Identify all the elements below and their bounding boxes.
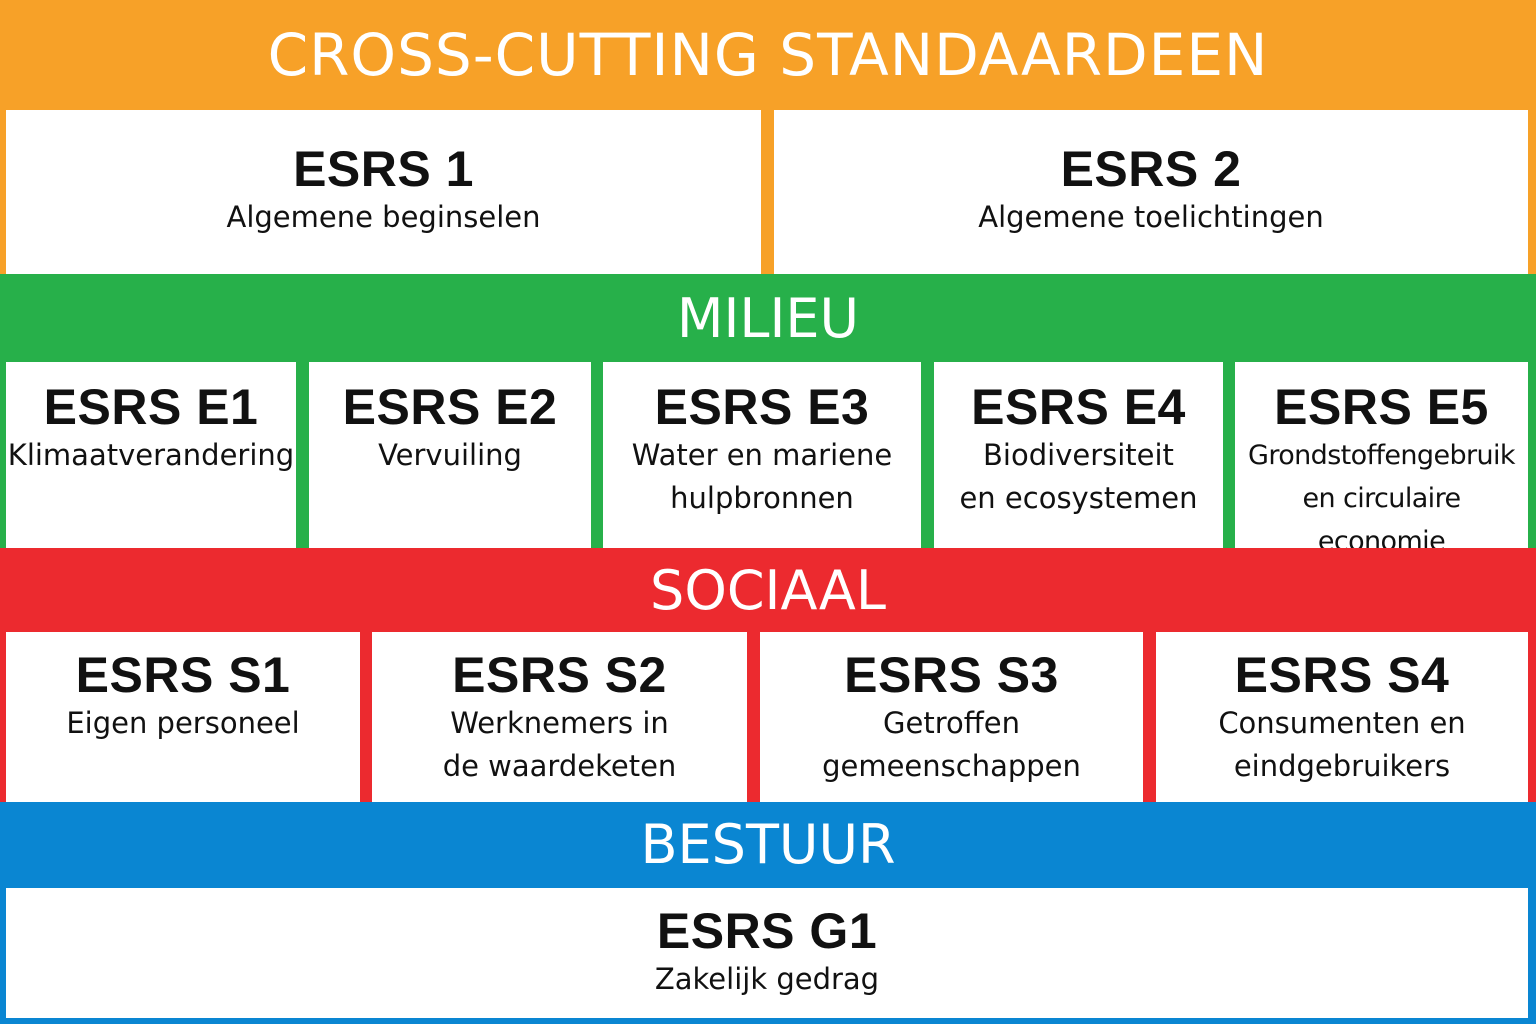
standard-card-esrs-e4: ESRS E4 Biodiversiteit en ecosystemen bbox=[934, 362, 1223, 548]
standard-description: Water en mariene hulpbronnen bbox=[631, 438, 893, 515]
standard-code: ESRS E2 bbox=[342, 379, 558, 435]
standard-card-esrs-s4: ESRS S4 Consumenten en eindgebruikers bbox=[1156, 632, 1528, 802]
standard-code: ESRS E1 bbox=[43, 379, 259, 435]
standard-description: Consumenten en eindgebruikers bbox=[1218, 706, 1466, 783]
standard-description: Vervuiling bbox=[378, 438, 522, 472]
sociaal-header: SOCIAAL bbox=[0, 548, 1536, 632]
standard-code: ESRS S4 bbox=[1234, 647, 1450, 703]
standard-description: Zakelijk gedrag bbox=[654, 962, 880, 996]
standard-card-esrs-e1: ESRS E1 Klimaatverandering bbox=[6, 362, 296, 548]
standard-code: ESRS S2 bbox=[452, 647, 667, 703]
standard-code: ESRS E4 bbox=[971, 379, 1186, 435]
standard-description: Algemene beginselen bbox=[226, 200, 541, 234]
sociaal-title: SOCIAAL bbox=[650, 558, 886, 622]
standard-description: Eigen personeel bbox=[66, 706, 300, 740]
standard-description: Grondstoffengebruik en circulaire econom… bbox=[1248, 440, 1516, 557]
cross-cutting-section: CROSS-CUTTING STANDAARDEEN ESRS 1 Algeme… bbox=[0, 0, 1536, 274]
standard-code: ESRS 1 bbox=[293, 141, 474, 197]
standard-code: ESRS S3 bbox=[844, 647, 1059, 703]
standard-card-esrs-s2: ESRS S2 Werknemers in de waardeketen bbox=[372, 632, 747, 802]
standard-code: ESRS E5 bbox=[1274, 379, 1489, 435]
standard-code: ESRS E3 bbox=[654, 379, 870, 435]
standard-card-esrs-s1: ESRS S1 Eigen personeel bbox=[6, 632, 360, 802]
standard-card-esrs-e5: ESRS E5 Grondstoffengebruik en circulair… bbox=[1235, 362, 1528, 557]
bestuur-header: BESTUUR bbox=[0, 802, 1536, 886]
bestuur-title: BESTUUR bbox=[640, 812, 896, 876]
standard-description: Werknemers in de waardeketen bbox=[442, 706, 677, 783]
standard-card-esrs-1: ESRS 1 Algemene beginselen bbox=[6, 110, 761, 274]
milieu-title: MILIEU bbox=[676, 286, 860, 350]
standard-description: Getroffen gemeenschappen bbox=[822, 706, 1081, 783]
standard-description: Klimaatverandering bbox=[7, 438, 295, 472]
standard-description: Biodiversiteit en ecosystemen bbox=[959, 438, 1198, 515]
standard-code: ESRS 2 bbox=[1060, 141, 1242, 197]
standard-card-esrs-2: ESRS 2 Algemene toelichtingen bbox=[774, 110, 1528, 274]
standard-card-esrs-g1: ESRS G1 Zakelijk gedrag bbox=[6, 888, 1528, 1018]
standard-code: ESRS S1 bbox=[75, 647, 291, 703]
standard-description: Algemene toelichtingen bbox=[978, 200, 1324, 234]
standard-card-esrs-e3: ESRS E3 Water en mariene hulpbronnen bbox=[603, 362, 921, 548]
sociaal-section: SOCIAAL ESRS S1 Eigen personeel ESRS S2 … bbox=[0, 548, 1536, 802]
bestuur-section: BESTUUR ESRS G1 Zakelijk gedrag bbox=[0, 802, 1536, 1024]
standard-card-esrs-s3: ESRS S3 Getroffen gemeenschappen bbox=[760, 632, 1143, 802]
standard-card-esrs-e2: ESRS E2 Vervuiling bbox=[309, 362, 591, 548]
cross-cutting-header: CROSS-CUTTING STANDAARDEEN bbox=[0, 0, 1536, 110]
milieu-header: MILIEU bbox=[0, 274, 1536, 362]
standard-code: ESRS G1 bbox=[656, 903, 878, 959]
milieu-section: MILIEU ESRS E1 Klimaatverandering ESRS E… bbox=[0, 274, 1536, 557]
cross-cutting-title: CROSS-CUTTING STANDAARDEEN bbox=[267, 21, 1269, 89]
